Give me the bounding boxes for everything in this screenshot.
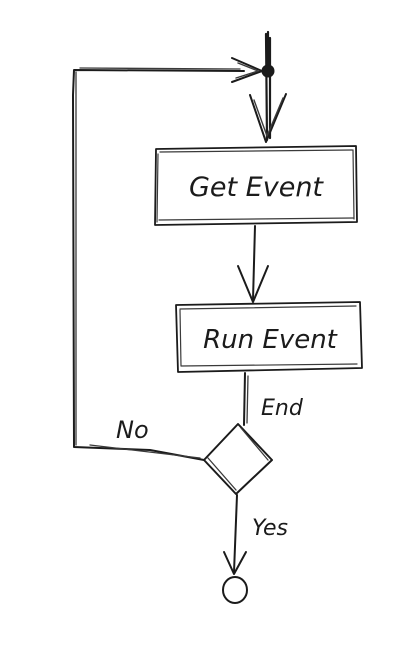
get-event-node: Get Event bbox=[154, 145, 358, 226]
arrow-into-get-event bbox=[249, 93, 287, 143]
get-event-label: Get Event bbox=[189, 172, 324, 203]
start-connector bbox=[261, 30, 275, 142]
run-event-label: Run Event bbox=[203, 325, 338, 355]
arrow-into-run-event bbox=[237, 225, 269, 303]
yes-connector: Yes bbox=[223, 494, 288, 575]
end-decision-node bbox=[203, 423, 273, 495]
run-to-decision-connector: End bbox=[243, 372, 304, 426]
merge-dot bbox=[261, 64, 275, 78]
run-event-node: Run Event bbox=[175, 301, 363, 373]
no-loop-connector: No bbox=[72, 57, 263, 461]
no-label: No bbox=[116, 416, 149, 444]
end-node bbox=[222, 576, 248, 604]
end-label: End bbox=[261, 396, 304, 421]
yes-label: Yes bbox=[252, 516, 288, 541]
